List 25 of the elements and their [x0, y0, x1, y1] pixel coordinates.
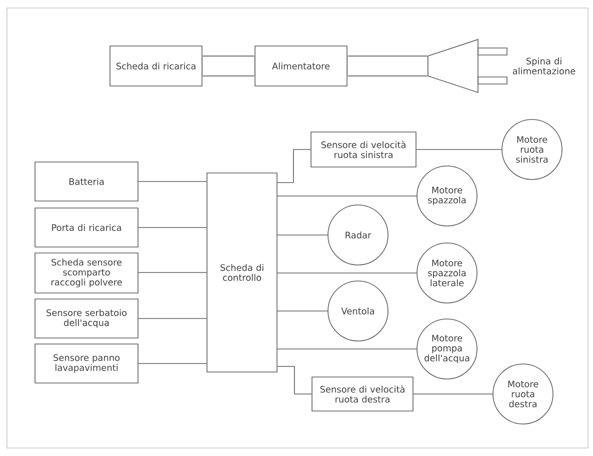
connector-line	[277, 234, 328, 236]
connector-line	[277, 366, 312, 394]
component-box: Scheda di controllo	[206, 172, 278, 372]
component-box: Batteria	[34, 162, 138, 202]
connector-line	[277, 149, 311, 183]
cable	[202, 56, 254, 76]
component-box: Sensore serbatoio dell'acqua	[34, 298, 138, 338]
component-box: Sensore di velocità ruota destra	[312, 376, 414, 412]
plug-label: Spina di alimentazione	[512, 58, 576, 74]
connector-line	[138, 363, 208, 364]
component-box: Porta di ricarica	[34, 208, 138, 248]
component-box: Sensore di velocità ruota sinistra	[310, 132, 416, 168]
connector-line	[416, 149, 502, 150]
connector-line	[277, 272, 417, 274]
component-box: Sensore panno lavapavimenti	[34, 344, 138, 384]
connector-line	[138, 318, 208, 319]
component-box: Alimentatore	[254, 46, 348, 86]
connector-line	[138, 272, 208, 273]
cable	[348, 56, 428, 76]
connector-line	[138, 227, 208, 228]
component-box: Scheda sensore scomparto raccogli polvere	[34, 252, 138, 294]
component-box: Scheda di ricarica	[110, 46, 202, 86]
connector-line	[277, 310, 328, 312]
connector-line	[138, 181, 208, 182]
connector-line	[277, 348, 417, 350]
